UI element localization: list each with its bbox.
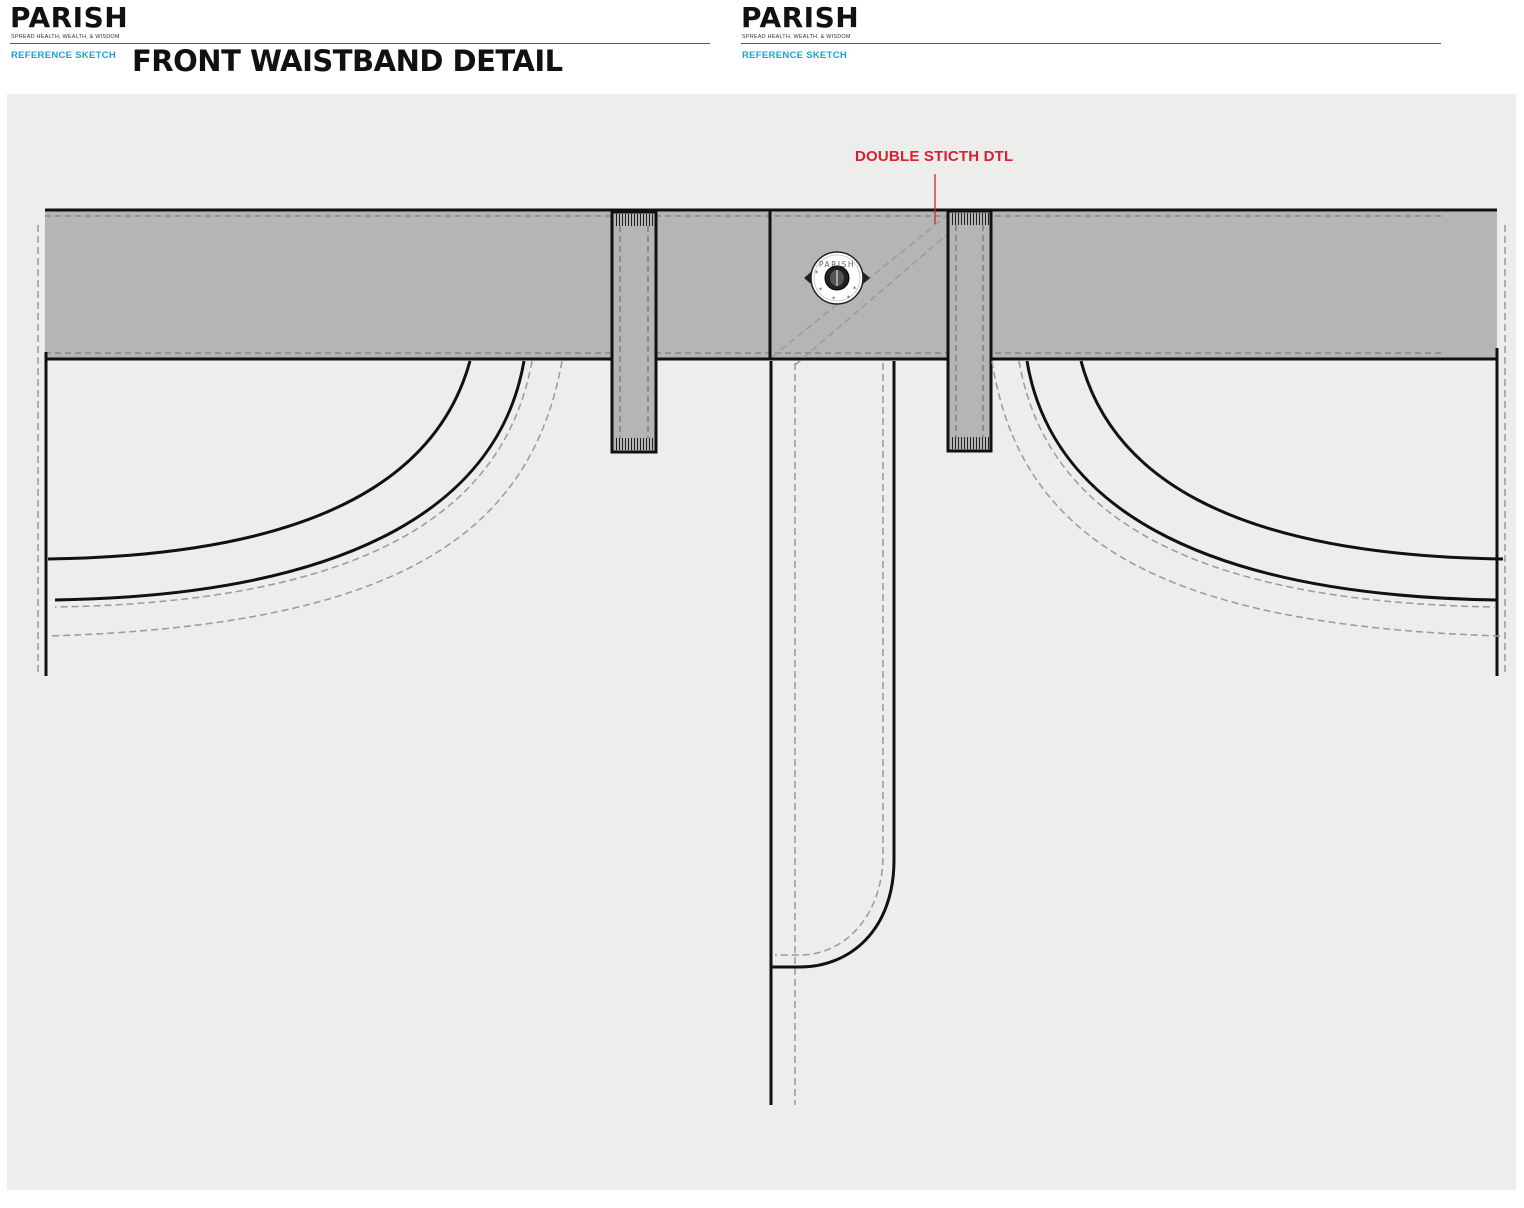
button-prong-right [863, 272, 870, 284]
header-left: PARISH SPREAD HEALTH, WEALTH, & WISDOM R… [10, 0, 710, 90]
pocket-opening-edge [1025, 360, 1497, 602]
belt-loop-left [610, 210, 658, 454]
belt-loop-right [946, 209, 993, 453]
button-engraving: PARISH [819, 260, 855, 269]
brand-logo: PARISH [741, 1, 860, 34]
double-stitch-line [794, 231, 951, 366]
bartack [950, 213, 989, 225]
pocket-opening-edge [54, 360, 526, 602]
header-rule [741, 43, 1441, 44]
pocket-facing-edge [1079, 360, 1504, 561]
sheet-type-label: REFERENCE SKETCH [11, 50, 117, 61]
page-title: FRONT WAISTBAND DETAIL [132, 44, 563, 78]
pocket-stitch [991, 360, 1501, 637]
brand-tagline: SPREAD HEALTH, WEALTH, & WISDOM [11, 34, 120, 40]
bartack [950, 437, 989, 449]
button-star-icon: ✶ [818, 286, 823, 293]
sheet-type-label: REFERENCE SKETCH [742, 50, 848, 61]
button-star-icon: ✶ [852, 285, 857, 292]
fly-outline [771, 361, 896, 969]
brand-logo: PARISH [10, 1, 129, 34]
bartack [614, 438, 654, 450]
fly [769, 361, 896, 1105]
brand-tagline: SPREAD HEALTH, WEALTH, & WISDOM [742, 34, 851, 40]
fly-stitch [775, 363, 884, 956]
pocket-stitch [49, 360, 563, 637]
header-right: PARISH SPREAD HEALTH, WEALTH, & WISDOM R… [741, 0, 1441, 90]
button-star-icon: ✶ [846, 294, 851, 301]
button-star-icon: ✶ [831, 295, 836, 302]
left-pocket [47, 360, 563, 637]
belt-loop-body [610, 210, 658, 454]
pocket-facing-edge [47, 360, 472, 561]
belt-loop-body [946, 209, 993, 453]
button-inner-rim [813, 254, 861, 302]
waistband [45, 208, 1497, 366]
right-pocket [991, 360, 1504, 637]
header-rule [10, 43, 710, 44]
bartack [614, 214, 654, 226]
shank-button: PARISH ✶ ✶ ✶ ✶ ✶ [804, 251, 870, 305]
button-star-icon: ✶ [814, 269, 819, 276]
double-stitch-callout: DOUBLE STICTH DTL [855, 148, 1014, 165]
button-prong-left [804, 272, 811, 284]
